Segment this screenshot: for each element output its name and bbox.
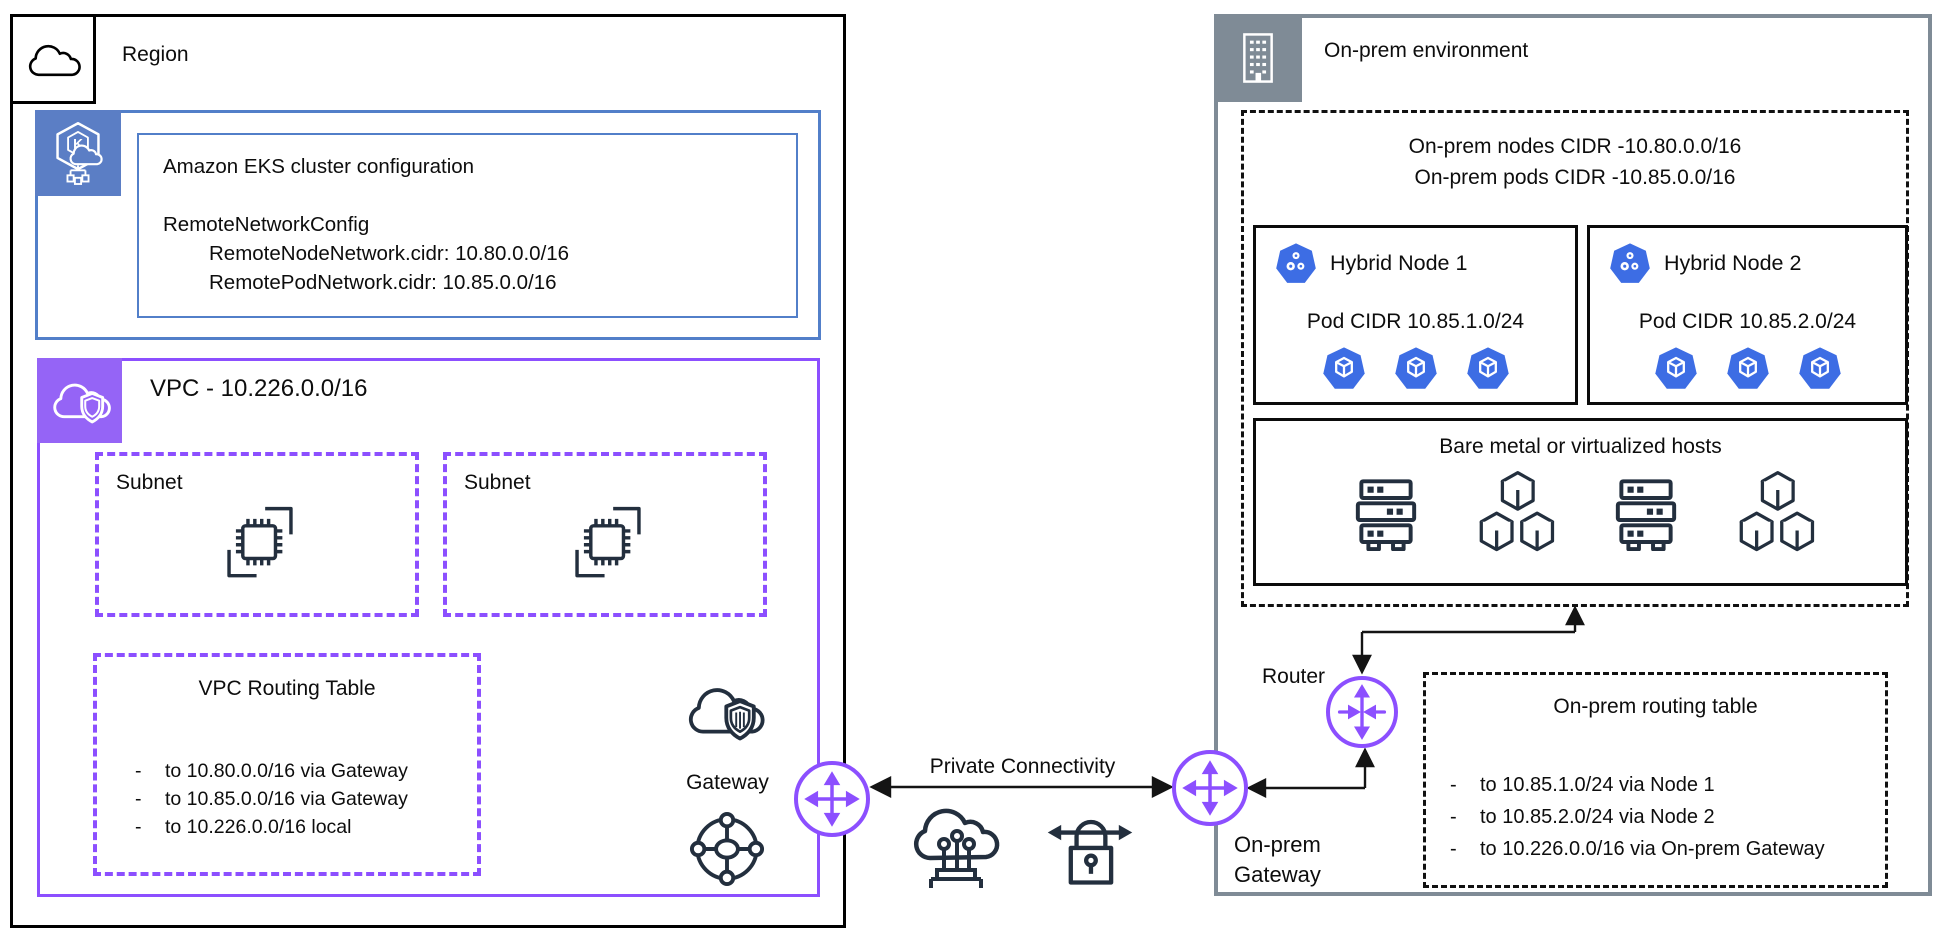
eks-config-node-line: RemoteNodeNetwork.cidr: 10.80.0.0/16 [209,242,570,265]
gateway-label: Gateway [686,771,769,794]
region-cloud-icon [24,38,82,80]
server-icon [1342,469,1430,557]
onprem-routing-table-title: On-prem routing table [1553,695,1758,718]
subnet-box-1: Subnet [95,452,419,617]
eks-icon [47,120,109,186]
bare-metal-box: Bare metal or virtualized hosts [1253,418,1908,586]
onprem-gateway-icon [1172,750,1248,826]
subnet-box-2: Subnet [443,452,767,617]
gateway-ring-icon [688,810,766,888]
hybrid-node-1-cidr: Pod CIDR 10.85.1.0/24 [1306,310,1525,333]
onprem-route-entry: - to 10.85.1.0/24 via Node 1 [1450,774,1715,796]
vpc-box [37,358,820,897]
k8s-pod-icon [1797,346,1843,392]
vpc-route-entry: - to 10.85.0.0/16 via Gateway [135,788,408,810]
onprem-gateway-label: On-prem Gateway [1234,832,1321,887]
router-arrows [1334,684,1390,740]
eks-config-panel: Amazon EKS cluster configuration RemoteN… [137,133,798,318]
region-icon-box [10,14,96,104]
hybrid-node-2-box: Hybrid Node 2 Pod CIDR 10.85.2.0/24 [1587,225,1908,405]
vpc-transit-gateway-icon [794,761,870,837]
subnet-2-label: Subnet [464,471,531,494]
building-icon [1227,27,1289,89]
onprem-cidr-line1: On-prem nodes CIDR -10.80.0.0/16 [1408,135,1742,158]
k8s-pod-icon [1321,346,1367,392]
k8s-pod-icon [1725,346,1771,392]
private-connectivity-label: Private Connectivity [929,755,1116,778]
eks-icon-box [35,110,121,196]
k8s-pod-icon [1393,346,1439,392]
cubes-icon [1472,469,1560,557]
eks-config-pod-line: RemotePodNetwork.cidr: 10.85.0.0/16 [209,271,557,294]
router-label: Router [1261,665,1325,688]
vpc-routing-table: VPC Routing Table - to 10.80.0.0/16 via … [93,653,481,876]
onprem-title: On-prem environment [1324,39,1529,62]
vpc-route-entry: - to 10.80.0.0/16 via Gateway [135,760,408,782]
region-label: Region [122,43,189,66]
hybrid-node-1-name: Hybrid Node 1 [1330,251,1468,275]
onprem-cidr-line2: On-prem pods CIDR -10.85.0.0/16 [1414,166,1736,189]
vpc-label: VPC - 10.226.0.0/16 [150,375,368,402]
k8s-pod-icon [1653,346,1699,392]
vpc-routing-table-title: VPC Routing Table [198,677,376,700]
onprem-route-entry: - to 10.226.0.0/16 via On-prem Gateway [1450,838,1825,860]
hybrid-node-1-box: Hybrid Node 1 Pod CIDR 10.85.1.0/24 [1253,225,1578,405]
k8s-node-icon [1608,242,1652,286]
vpc-route-entry: - to 10.226.0.0/16 local [135,816,352,838]
vpn-lock-icon [1042,798,1138,894]
cubes-icon [1732,469,1820,557]
hybrid-node-2-cidr: Pod CIDR 10.85.2.0/24 [1638,310,1857,333]
k8s-pod-icon [1465,346,1511,392]
onprem-route-entry: - to 10.85.2.0/24 via Node 2 [1450,806,1715,828]
gateway-cloud-shield-icon [682,678,766,744]
vpc-icon-box [37,358,122,443]
server-icon [1602,469,1690,557]
eks-config-header: RemoteNetworkConfig [163,213,370,236]
transit-gateway-arrows [803,770,861,828]
hybrid-node-2-name: Hybrid Node 2 [1664,251,1802,275]
vpc-icon [48,376,112,426]
router-icon [1326,676,1398,748]
direct-connect-icon [906,798,1006,898]
bare-metal-title: Bare metal or virtualized hosts [1439,435,1722,458]
transit-gateway-arrows [1181,759,1239,817]
eks-config-title: Amazon EKS cluster configuration [163,155,475,178]
subnet-chip-icon [565,500,651,586]
onprem-icon-box [1214,14,1302,102]
subnet-1-label: Subnet [116,471,183,494]
onprem-routing-table: On-prem routing table - to 10.85.1.0/24 … [1423,672,1888,888]
subnet-chip-icon [217,500,303,586]
k8s-node-icon [1274,242,1318,286]
